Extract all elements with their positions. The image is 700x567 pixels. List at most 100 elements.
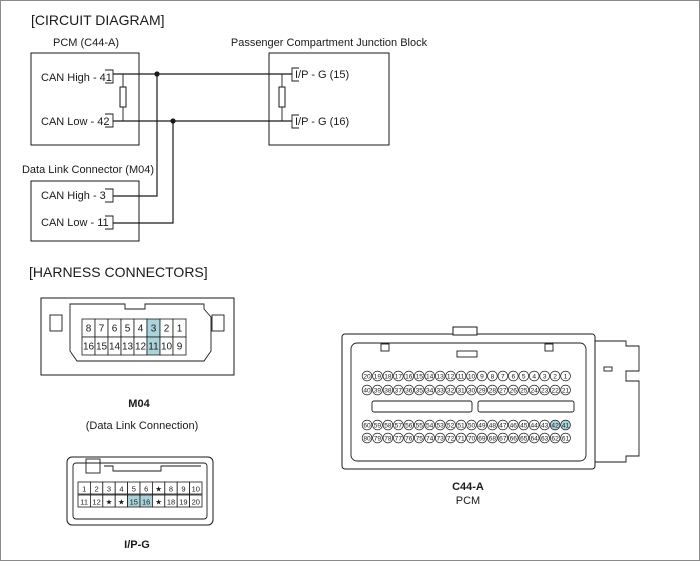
ipg-pin-16-label: 16 [142, 498, 150, 507]
ipg-pin-blank-17-label: ★ [155, 498, 162, 507]
c44a-pin-22-label: 22 [551, 388, 559, 395]
c44a-pin-21-label: 21 [562, 388, 570, 395]
c44a-pin-77-cell [393, 432, 404, 444]
m04-name: M04 [128, 398, 150, 410]
c44a-pin-17-cell [393, 370, 404, 382]
c44a-pin-22-cell [549, 384, 561, 396]
ipg-pin-1-label: 1 [82, 485, 86, 494]
c44a-pin-66-label: 66 [510, 436, 518, 443]
ipg-pin-15-label: 15 [130, 498, 138, 507]
dlc-can-low-wire [113, 121, 174, 224]
c44a-pin-38-cell [382, 384, 394, 396]
c44a-pin-6-label: 6 [511, 374, 515, 381]
c44a-pin-41-cell [560, 419, 571, 431]
ipg-pin-10-cell [189, 481, 203, 495]
m04-pin-14-label: 14 [109, 342, 121, 353]
c44a-pin-5-label: 5 [522, 374, 526, 381]
c44a-pin-69-label: 69 [478, 436, 486, 443]
c44a-pin-19-cell [372, 370, 383, 382]
m04-pin-10-label: 10 [161, 342, 173, 353]
ipg-pin-18-label: 18 [167, 498, 175, 507]
c44a-pin-76-label: 76 [405, 436, 413, 443]
ipg-pin-20-label: 20 [192, 498, 200, 507]
m04-pin-8-label: 8 [86, 324, 92, 335]
ipg-pin-4-label: 4 [119, 485, 123, 494]
c44a-pin-29-label: 29 [478, 388, 486, 395]
c44a-pin-1-label: 1 [564, 374, 568, 381]
c44a-pin-72-label: 72 [447, 436, 455, 443]
pcjb-pin-high-label: I/P - G (15) [295, 69, 349, 81]
c44a-pin-26-cell [508, 384, 519, 396]
m04-pin-16-label: 16 [83, 342, 95, 353]
c44a-pin-69-cell [476, 432, 488, 444]
c44a-pin-26-label: 26 [510, 388, 518, 395]
c44a-pin-67-label: 67 [499, 436, 507, 443]
c44a-pin-34-cell [424, 384, 435, 396]
c44a-pin-9-cell [476, 370, 488, 382]
c44a-pin-80-cell [361, 432, 373, 444]
c44a-pin-62-cell [549, 432, 561, 444]
m04-pin-9-label: 9 [177, 342, 183, 353]
c44a-pin-10-label: 10 [468, 374, 476, 381]
c44a-pin-49-label: 49 [478, 423, 486, 430]
c44a-pin-21-cell [560, 384, 571, 396]
c44a-pin-16-cell [403, 370, 415, 382]
dlc-can-high-label: CAN High - 3 [41, 190, 106, 202]
c44a-pin-27-cell [497, 384, 509, 396]
c44a-pin-44-label: 44 [531, 423, 539, 430]
c44a-pin-41-label: 41 [562, 423, 570, 430]
c44a-pin-12-cell [445, 370, 456, 382]
c44a-pin-32-label: 32 [447, 388, 455, 395]
c44a-pin-18-cell [382, 370, 394, 382]
c44a-pin-73-cell [434, 432, 446, 444]
ipg-pin-3-label: 3 [107, 485, 111, 494]
c44a-pin-48-label: 48 [489, 423, 497, 430]
c44a-pin-57-label: 57 [395, 423, 403, 430]
c44a-pin-19-label: 19 [374, 374, 382, 381]
c44a-pin-36-cell [403, 384, 415, 396]
c44a-pin-68-label: 68 [489, 436, 497, 443]
ipg-pin-19-label: 19 [179, 498, 187, 507]
c44a-pin-30-cell [466, 384, 477, 396]
m04-pin-1-label: 1 [177, 324, 183, 335]
c44a-pin-79-label: 79 [374, 436, 382, 443]
c44a-pin-37-cell [393, 384, 404, 396]
c44a-pin-55-label: 55 [416, 423, 424, 430]
c44a-pin-60-cell [361, 419, 373, 431]
c44a-pin-49-cell [476, 419, 488, 431]
c44a-pin-47-label: 47 [499, 423, 507, 430]
c44a-pin-36-label: 36 [405, 388, 413, 395]
m04-pin-11-label: 11 [148, 342, 159, 353]
c44a-pin-65-cell [518, 432, 529, 444]
c44a-pin-66-cell [508, 432, 519, 444]
c44a-pin-31-label: 31 [457, 388, 465, 395]
m04-pin-13-label: 13 [122, 342, 134, 353]
ipg-pin-blank-7-label: ★ [155, 485, 162, 494]
c44a-pin-74-label: 74 [426, 436, 434, 443]
c44a-pin-44-cell [528, 419, 540, 431]
c44a-pin-50-cell [466, 419, 477, 431]
c44a-pin-15-label: 15 [416, 374, 424, 381]
c44a-pin-70-label: 70 [468, 436, 476, 443]
c44a-pin-57-cell [393, 419, 404, 431]
c44a-pin-23-label: 23 [541, 388, 549, 395]
c44a-pin-75-cell [414, 432, 425, 444]
c44a-pin-63-label: 63 [541, 436, 549, 443]
c44a-pin-18-label: 18 [384, 374, 392, 381]
c44a-pin-59-cell [372, 419, 383, 431]
c44a-pin-50-label: 50 [468, 423, 476, 430]
m04-pin-4-label: 4 [138, 324, 144, 335]
c44a-pin-31-cell [455, 384, 467, 396]
c44a-pin-45-cell [518, 419, 529, 431]
c44a-pin-62-label: 62 [551, 436, 559, 443]
c44a-pin-28-cell [487, 384, 498, 396]
c44a-pin-25-cell [518, 384, 529, 396]
ipg-pin-9-label: 9 [181, 485, 185, 494]
pcm-title: PCM (C44-A) [53, 37, 119, 49]
m04-pin-2-label: 2 [164, 324, 170, 335]
c44a-pin-56-cell [403, 419, 415, 431]
dlc-can-low-label: CAN Low - 11 [41, 217, 109, 229]
pcjb-pin-low-label: I/P - G (16) [295, 116, 349, 128]
